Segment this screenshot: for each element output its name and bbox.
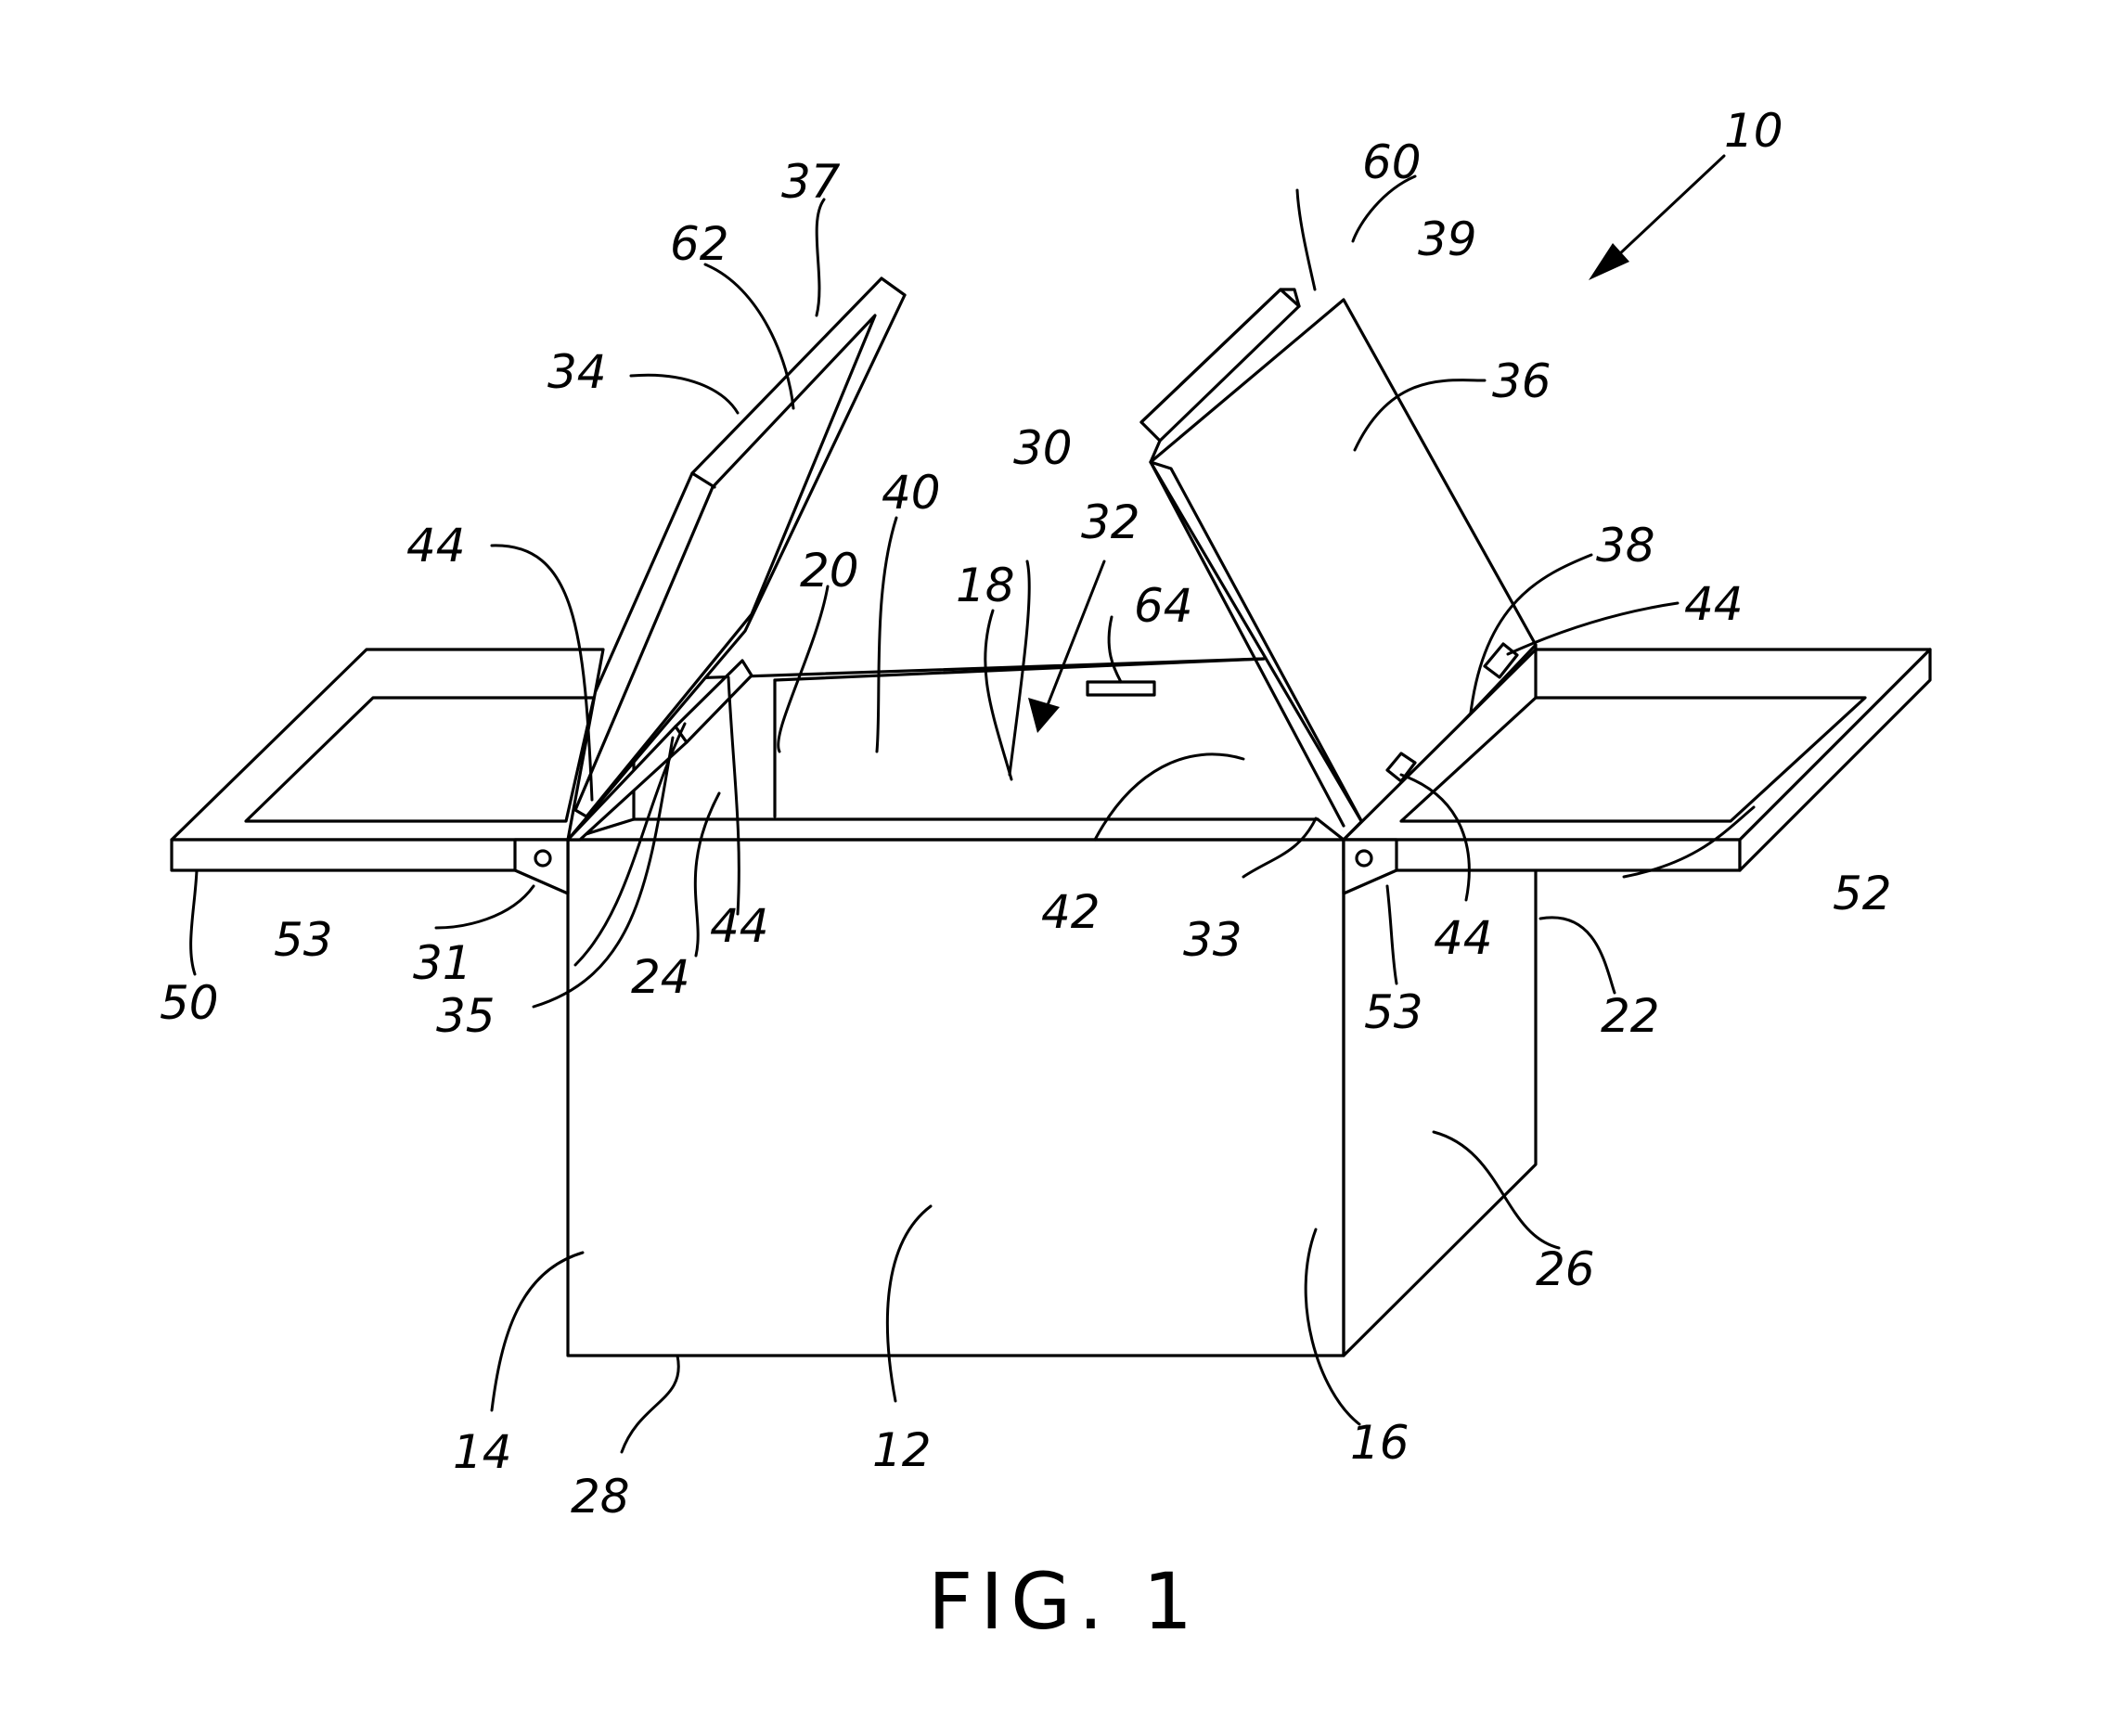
ref-28: 28 bbox=[571, 1470, 630, 1524]
ref-44-c: 44 bbox=[710, 899, 769, 953]
ref-34: 34 bbox=[547, 345, 607, 399]
ref-18: 18 bbox=[956, 559, 1015, 612]
ref-37: 37 bbox=[781, 155, 841, 209]
ref-22: 22 bbox=[1601, 989, 1660, 1043]
ref-64: 64 bbox=[1134, 579, 1193, 633]
right-tray-bracket bbox=[1344, 840, 1397, 894]
ref-20: 20 bbox=[800, 544, 859, 598]
left-tray bbox=[172, 649, 603, 894]
ref-38: 38 bbox=[1596, 519, 1655, 572]
back-wall-top bbox=[775, 659, 1264, 680]
ref-39: 39 bbox=[1418, 212, 1477, 266]
ref-26: 26 bbox=[1536, 1242, 1595, 1296]
ref-32: 32 bbox=[1081, 495, 1140, 549]
ref-52: 52 bbox=[1833, 867, 1892, 920]
right-tray-front-edge bbox=[1344, 840, 1740, 870]
ref-16: 16 bbox=[1350, 1416, 1410, 1470]
assembly-arrow bbox=[1589, 156, 1724, 280]
ref-53-a: 53 bbox=[274, 913, 333, 967]
ref-44-d: 44 bbox=[1434, 911, 1493, 965]
ref-24: 24 bbox=[631, 950, 690, 1004]
opening-arrowhead bbox=[1028, 698, 1060, 733]
ref-42: 42 bbox=[1041, 885, 1101, 939]
ref-10: 10 bbox=[1724, 104, 1783, 158]
ref-60: 60 bbox=[1362, 135, 1422, 189]
clasp bbox=[1088, 682, 1154, 695]
ref-31: 31 bbox=[413, 936, 472, 990]
ref-53-b: 53 bbox=[1364, 985, 1423, 1039]
ref-12: 12 bbox=[872, 1423, 932, 1477]
ref-14: 14 bbox=[453, 1425, 512, 1479]
ref-35: 35 bbox=[436, 989, 496, 1043]
ref-36: 36 bbox=[1492, 354, 1551, 408]
left-tray-outer bbox=[172, 649, 603, 840]
ref-62: 62 bbox=[670, 217, 729, 271]
left-tray-front-edge bbox=[172, 840, 568, 870]
opening-arrow bbox=[1028, 561, 1104, 733]
ref-33: 33 bbox=[1183, 913, 1242, 967]
ref-50: 50 bbox=[160, 976, 219, 1030]
ref-40: 40 bbox=[882, 466, 941, 520]
ref-30: 30 bbox=[1013, 421, 1073, 475]
ref-44-a: 44 bbox=[406, 519, 466, 572]
figure-caption: FIG. 1 bbox=[928, 1556, 1200, 1647]
ref-44-b: 44 bbox=[1684, 577, 1744, 631]
right-inner-corner bbox=[1318, 819, 1344, 840]
